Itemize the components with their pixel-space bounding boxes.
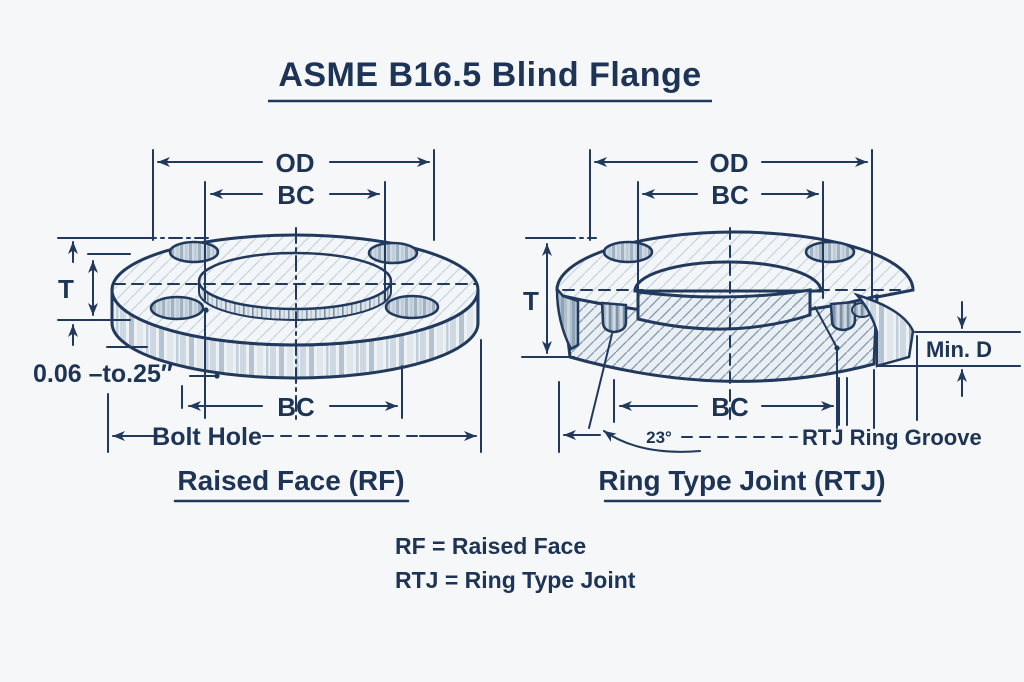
rf-od-dimension: OD xyxy=(152,148,435,241)
rf-bc-top-label: BC xyxy=(277,180,315,210)
rtj-center-lines xyxy=(562,227,901,421)
rf-thickness-label: T xyxy=(58,274,74,304)
rf-raised-face xyxy=(197,251,393,311)
ring-type-joint-view: OD BC T Min. D xyxy=(521,148,1021,503)
rtj-ring-groove-label: RTJ Ring Groove xyxy=(802,425,982,450)
raised-face-view: OD BC T 0.06 –to.25″ xyxy=(33,148,482,503)
rtj-bc-bottom-label: BC xyxy=(711,392,749,422)
rtj-groove-annotation: 23° RTJ Ring Groove xyxy=(558,306,982,453)
rtj-od-dimension: OD xyxy=(589,148,873,301)
legend-rf: RF = Raised Face xyxy=(395,533,586,559)
rf-center-lines xyxy=(113,227,478,421)
rtj-section-step xyxy=(636,288,812,331)
rtj-right-side xyxy=(853,292,915,368)
rf-bc-bottom-label: BC xyxy=(277,392,315,422)
rtj-od-label: OD xyxy=(710,148,749,178)
rtj-ring-groove-left xyxy=(600,301,628,334)
rtj-bc-top-dimension: BC xyxy=(637,180,824,299)
rf-thickness-dimension: T xyxy=(57,237,213,348)
rtj-raised-center xyxy=(633,260,823,293)
rf-bolt-hole-label: Bolt Hole xyxy=(152,423,262,451)
rtj-min-d-dimension: Min. D xyxy=(873,301,1021,429)
rf-raised-height-label: 0.06 –to.25″ xyxy=(33,360,173,388)
rf-bolt-hole-dimension: Bolt Hole xyxy=(107,339,482,453)
rtj-flange-body xyxy=(555,230,915,383)
rf-caption-group: Raised Face (RF) xyxy=(173,465,410,503)
rtj-bc-top-label: BC xyxy=(711,180,749,210)
rtj-ring-groove-right xyxy=(829,300,857,332)
rf-bc-bottom-dimension: BC xyxy=(188,365,403,422)
legend: RF = Raised Face RTJ = Ring Type Joint xyxy=(395,533,636,593)
rf-bolt-hole-front-right xyxy=(384,294,440,320)
rtj-caption-group: Ring Type Joint (RTJ) xyxy=(598,465,886,503)
rf-raised-height-note: 0.06 –to.25″ xyxy=(33,307,220,419)
rtj-thickness-label: T xyxy=(523,286,539,316)
rf-bc-top-dimension: BC xyxy=(204,180,386,301)
rf-bolt-hole-back-right xyxy=(367,241,419,265)
rtj-left-edge xyxy=(555,285,580,351)
rtj-bolt-hole-right xyxy=(804,240,856,264)
rf-od-label: OD xyxy=(276,148,315,178)
page-title: ASME B16.5 Blind Flange xyxy=(278,56,701,94)
rtj-groove-angle-label: 23° xyxy=(646,428,672,447)
rf-bolt-hole-front-left xyxy=(149,295,205,321)
rtj-thickness-dimension: T xyxy=(521,237,597,358)
rf-bolt-hole-back-left xyxy=(168,240,220,264)
rtj-bc-bottom-dimension: BC xyxy=(613,377,848,426)
rf-caption: Raised Face (RF) xyxy=(177,465,404,496)
legend-rtj: RTJ = Ring Type Joint xyxy=(395,567,636,593)
rtj-caption: Ring Type Joint (RTJ) xyxy=(598,465,885,496)
rtj-bolt-hole-left xyxy=(602,240,654,264)
drawing-title: ASME B16.5 Blind Flange xyxy=(268,56,712,103)
rtj-min-d-label: Min. D xyxy=(926,337,992,362)
